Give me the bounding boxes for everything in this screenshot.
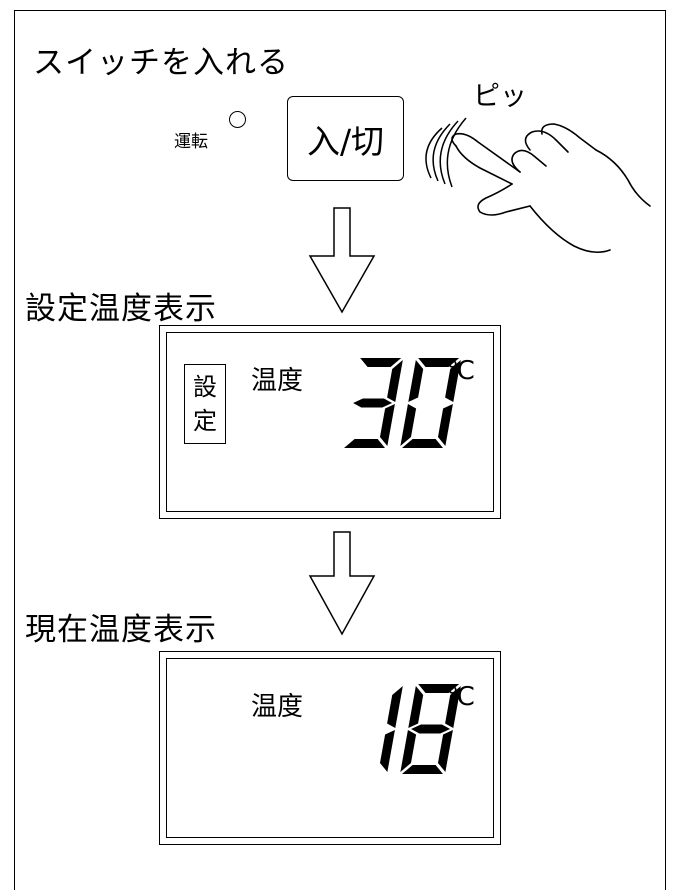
power-button[interactable]: 入/切 [287,96,404,181]
down-arrow-icon [308,207,376,314]
setpoint-digits [344,358,461,448]
segment-d [344,439,385,448]
current-temp-digits [379,684,461,774]
temperature-label: 温度 [251,692,304,722]
beep-text: ピッ [473,81,527,112]
step1-heading: スイッチを入れる [33,45,289,81]
sound-wave-icon [425,117,467,188]
digit-8 [400,684,461,774]
digit-3 [344,358,403,448]
segment-a [360,358,402,367]
celsius-unit: ℃ [446,356,476,386]
segment-f [408,686,424,728]
setpoint-display-inner [166,332,494,512]
digit-0 [400,358,461,448]
step2-heading: 設定温度表示 [25,291,217,327]
temperature-label: 温度 [251,366,304,396]
current-temp-display-inner [166,658,494,838]
digit-1 [379,686,403,772]
segment-b [445,686,461,728]
segment-a [418,358,460,367]
segment-c [437,730,453,772]
segment-c [379,730,395,772]
segment-b [387,360,403,402]
diagram-frame [14,10,666,890]
setpoint-display: 設 定 温度 ℃ [159,325,501,519]
segment-e [400,730,417,772]
segment-d [402,765,443,774]
segment-a [418,684,460,693]
segment-g [411,724,451,734]
set-badge-line2: 定 [193,407,217,435]
segment-b [387,686,403,728]
down-arrow-icon [308,531,376,636]
segment-b [445,360,461,402]
segment-f [408,360,424,402]
set-badge-line1: 設 [193,373,217,401]
set-badge: 設 定 [184,364,226,444]
hand-icon [451,123,651,254]
run-indicator-label: 運転 [174,132,208,152]
segment-e [400,404,417,446]
segment-g [353,398,393,408]
segment-c [437,404,453,446]
celsius-unit: ℃ [446,682,476,712]
segment-c [379,404,395,446]
run-indicator-led [229,111,246,128]
current-temp-display: 温度 ℃ [159,651,501,845]
segment-d [402,439,443,448]
step3-heading: 現在温度表示 [25,612,217,648]
